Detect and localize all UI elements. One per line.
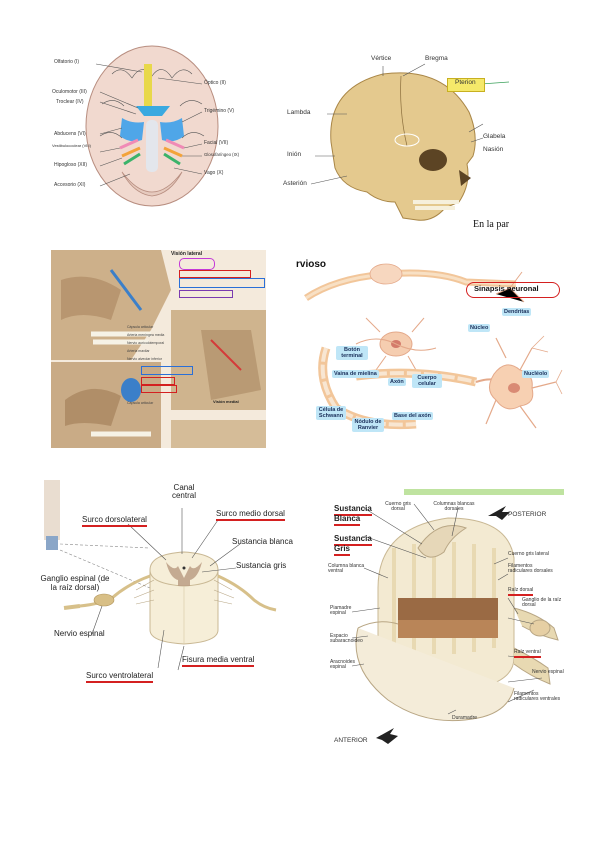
nerve-label-optico: Óptico (II)	[204, 80, 226, 86]
spinal-cord-illustration	[44, 480, 277, 671]
label-nasion: Nasión	[483, 146, 504, 153]
label-raiz-dorsal: Raíz dorsal	[508, 588, 534, 596]
tmj-panel: Visión lateral Cápsula articular Arteria…	[51, 250, 266, 448]
tmj-illustration	[51, 250, 266, 448]
nerve-label-glosofaringeo: Glosofaríngeo (IX)	[204, 152, 240, 157]
label-cuerno-gris-lateral: Cuerno gris lateral	[508, 551, 549, 557]
nerve-label-troclear: Troclear (IV)	[56, 99, 84, 105]
nerve-label-vestibulococlear: Vestibulococlear (VIII)	[52, 143, 91, 148]
label-sustancia-gris: Sustancia gris	[236, 561, 287, 570]
label-bregma: Bregma	[425, 55, 448, 62]
pterion-highlight	[447, 78, 485, 92]
label-vertice: Vértice	[371, 55, 392, 62]
tmj-label-2: Arteria meníngea media	[127, 333, 165, 337]
label-inion: Inión	[287, 151, 302, 158]
tmj-label-5: Nervio alveolar inferior	[127, 357, 163, 361]
nerve-label-accesorio: Accesorio (XI)	[54, 182, 86, 188]
label-lambda: Lambda	[287, 109, 311, 116]
label-posterior: POSTERIOR	[508, 511, 547, 518]
label-sustancia-gris-3d-text: Sustancia Gris	[334, 534, 372, 557]
nerve-label-olfatorio: Olfatorio (I)	[54, 59, 80, 65]
label-sustancia-gris-3d: Sustancia Gris	[334, 534, 374, 557]
label-nervio-espinal: Nervio espinal	[54, 629, 105, 638]
label-espacio-subaracnoideo: Espacio subaracnoideo	[330, 633, 363, 644]
label-filamentos-ventrales: Filamentos radiculares ventrales	[514, 691, 561, 702]
tag-vaina: Vaina de mielina	[332, 370, 379, 379]
label-columnas-blancas: Columnas blancas dorsales	[433, 501, 475, 512]
label-surco-medio-dorsal: Surco medio dorsal	[216, 510, 285, 521]
neuron-panel: rvioso Sinapsis neuronal Dendritas Núcle…	[296, 258, 564, 436]
label-pterion: Pterion	[455, 79, 476, 86]
tmj-box-magenta	[179, 258, 215, 270]
label-sinapsis: Sinapsis neuronal	[474, 284, 539, 293]
tag-ranvier: Nódulo de Ranvier	[352, 418, 384, 433]
nerve-label-oculomotor: Oculomotor (III)	[52, 89, 87, 95]
label-asterion: Asterión	[283, 180, 307, 187]
spinal-cord-3d-illustration	[351, 489, 564, 744]
label-nervio-espinal-3d: Nervio espinal	[532, 669, 564, 675]
tag-axon: Axón	[388, 378, 406, 387]
tag-dendritas: Dendritas	[502, 308, 532, 317]
label-anterior: ANTERIOR	[334, 737, 368, 744]
skull-caption: En la par	[473, 219, 510, 230]
tmj-box-blue	[179, 278, 265, 288]
skull-illustration	[310, 63, 510, 221]
label-aracnoides: Aracnoides espinal	[330, 659, 356, 670]
label-fisura-media-ventral: Fisura media ventral	[182, 656, 255, 667]
tmj-medial-title: Visión medial	[213, 399, 239, 404]
label-sustancia-blanca: Sustancia blanca	[232, 537, 293, 546]
neuron-partial-title: rvioso	[296, 259, 327, 270]
label-glabela: Glabela	[483, 133, 506, 140]
nerve-label-facial: Facial (VII)	[204, 140, 229, 146]
spinal-cord-panel: Canal central Surco dorsolateral Surco m…	[40, 480, 310, 690]
tag-nucleo: Núcleo	[468, 324, 491, 333]
tag-schwann: Célula de Schwann	[316, 406, 346, 421]
tmj-box-red-2	[141, 377, 175, 385]
tag-base-axon: Base del axón	[392, 412, 433, 421]
nerve-label-vago: Vago (X)	[204, 170, 224, 176]
label-surco-ventrolateral: Surco ventrolateral	[86, 672, 154, 683]
nerve-label-hipogloso: Hipogloso (XII)	[54, 162, 88, 168]
label-sustancia-blanca-3d-text: Sustancia Blanca	[334, 504, 372, 527]
tmj-label-1: Cápsula articular	[127, 325, 154, 329]
tmj-box-blue-2	[141, 366, 193, 375]
label-surco-dorsolateral: Surco dorsolateral	[82, 516, 147, 527]
nerve-label-abducens: Abducens (VI)	[54, 131, 86, 137]
tag-nucleolo: Nucléolo	[522, 370, 550, 379]
tmj-box-red-3	[141, 385, 177, 393]
tmj-label-3: Nervio aurículotemporal	[127, 341, 165, 345]
brain-illustration	[85, 45, 219, 207]
tag-boton: Botón terminal	[336, 346, 368, 361]
label-columna-blanca-ventral: Columna blanca ventral	[328, 563, 365, 574]
label-canal-central: Canal central	[171, 483, 196, 500]
tmj-label-6: Cápsula articular	[127, 401, 154, 405]
tmj-box-red	[179, 270, 251, 278]
label-raiz-ventral: Raíz ventral	[514, 650, 541, 658]
brain-panel: Olfatorio (I) Oculomotor (III) Troclear …	[52, 44, 242, 214]
tmj-header-title: Visión lateral	[171, 251, 203, 257]
spinal-cord-3d-panel: Sustancia Blanca Sustancia Gris Cuerno g…	[318, 488, 568, 750]
label-ganglio-raiz: Ganglio de la raíz dorsal	[522, 597, 562, 608]
synapse-highlight	[466, 282, 560, 298]
label-ganglio-espinal: Ganglio espinal (de la raíz dorsal)	[40, 574, 110, 593]
label-duramadre: Duramadre	[452, 715, 478, 721]
label-filamentos-dorsales: Filamentos radiculares dorsales	[508, 563, 553, 574]
nerve-label-trigemino: Trigémino (V)	[204, 108, 235, 114]
label-cuerno-gris-dorsal: Cuerno gris dorsal	[385, 501, 411, 512]
tmj-label-4: Arteria maxilar	[127, 349, 150, 353]
skull-panel: Pterion Vértice Bregma Lambda Glabela Na…	[283, 52, 515, 238]
label-sustancia-blanca-3d: Sustancia Blanca	[334, 504, 374, 527]
tmj-box-purple	[179, 290, 233, 298]
label-piamadre: Piamadre espinal	[330, 605, 352, 616]
tag-cuerpo: Cuerpo celular	[412, 374, 442, 389]
neuron-illustration	[304, 263, 563, 430]
